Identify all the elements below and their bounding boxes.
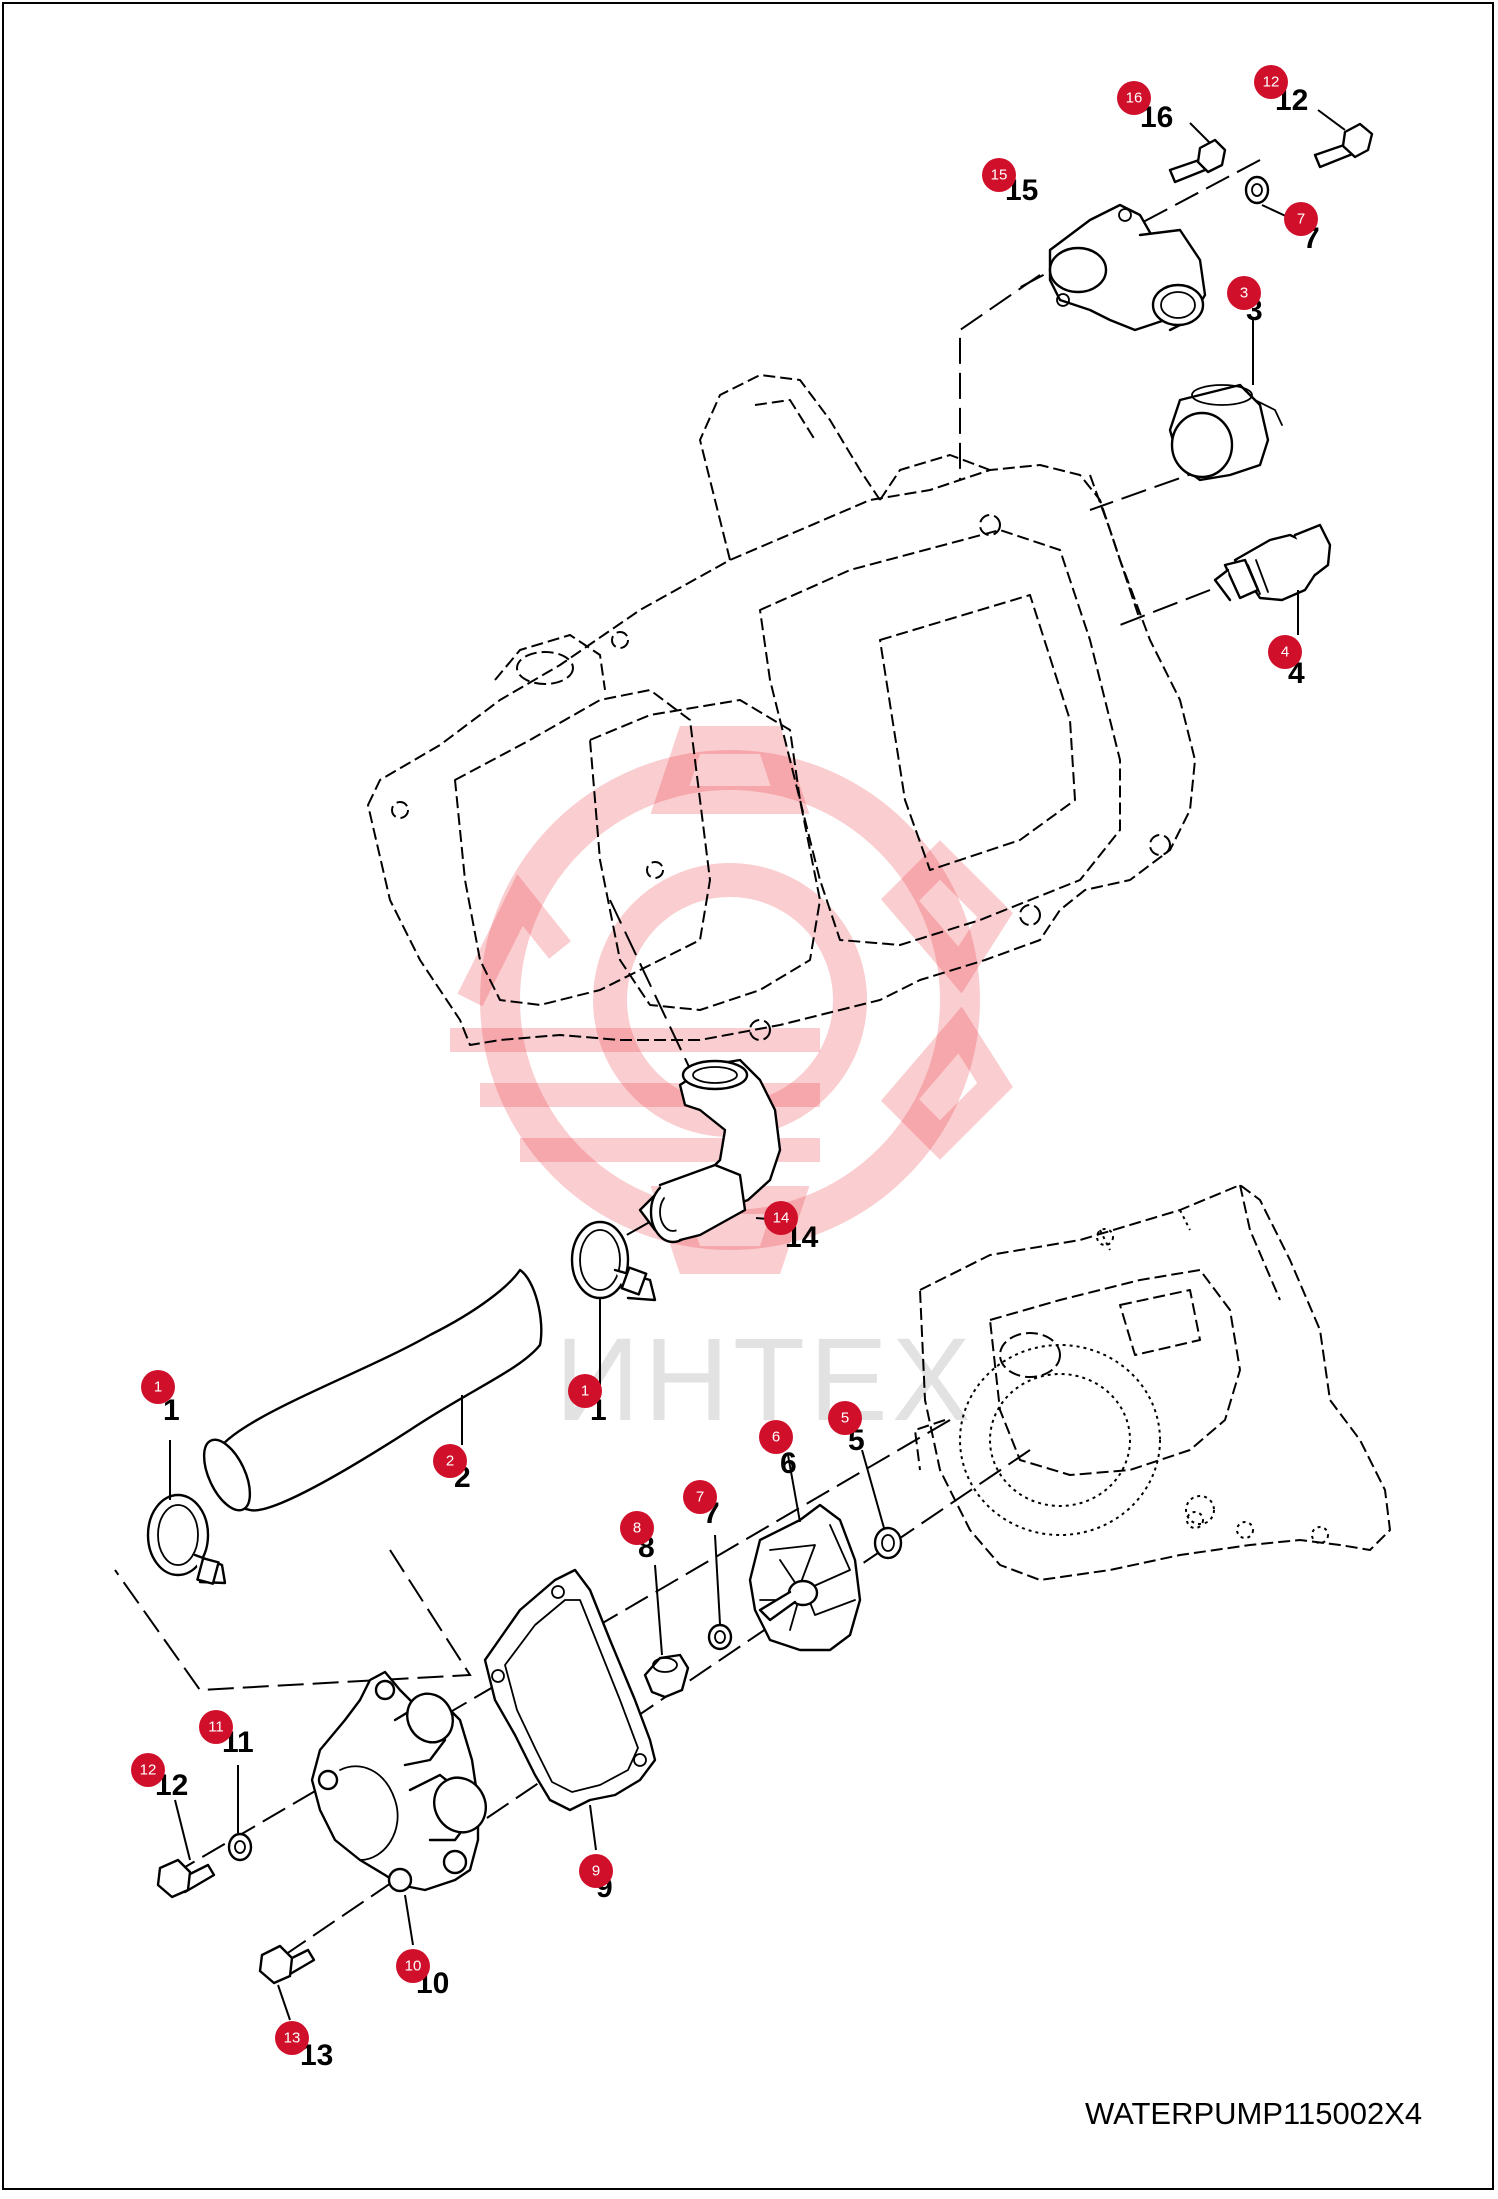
svg-text:7: 7	[696, 1489, 704, 1506]
svg-text:4: 4	[1281, 644, 1289, 661]
part-6-impeller	[748, 1454, 862, 1652]
svg-text:1: 1	[154, 1379, 162, 1396]
svg-text:12: 12	[1263, 74, 1280, 91]
badge-3[interactable]: 3	[1227, 276, 1261, 310]
part-5-oil-seal	[861, 1449, 903, 1560]
cylinder-head-phantom	[367, 374, 1196, 1046]
badge-14[interactable]: 14	[764, 1201, 798, 1235]
svg-text:15: 15	[991, 167, 1008, 184]
part-12-bolt-top	[1313, 109, 1374, 169]
badge-12-top[interactable]: 12	[1254, 65, 1288, 99]
part-3-thermostat	[1168, 320, 1283, 482]
part-12-bolt-left	[156, 1799, 216, 1899]
badge-11[interactable]: 11	[199, 1710, 233, 1744]
badge-5[interactable]: 5	[828, 1401, 862, 1435]
part-4-temp-sensor	[1213, 523, 1332, 635]
svg-text:9: 9	[592, 1863, 600, 1880]
svg-text:7: 7	[1297, 211, 1305, 228]
part-8-plug	[643, 1564, 690, 1699]
part-11-washer	[227, 1765, 253, 1862]
badge-7-lower[interactable]: 7	[683, 1480, 717, 1514]
watermark-logo: ИНТЕХ	[450, 726, 1013, 1446]
svg-text:13: 13	[284, 2030, 301, 2047]
badge-10[interactable]: 10	[396, 1949, 430, 1983]
badge-1-upper[interactable]: 1	[568, 1374, 602, 1408]
badge-6[interactable]: 6	[759, 1420, 793, 1454]
svg-text:14: 14	[773, 1210, 790, 1227]
part-9-gasket	[483, 1568, 657, 1851]
badge-4[interactable]: 4	[1268, 635, 1302, 669]
svg-text:12: 12	[140, 1762, 157, 1779]
badge-16[interactable]: 16	[1117, 81, 1151, 115]
watermark-text: ИНТЕХ	[555, 1314, 975, 1446]
badge-15[interactable]: 15	[982, 158, 1016, 192]
svg-text:2: 2	[446, 1453, 454, 1470]
part-10-pump-cover	[310, 1670, 487, 1946]
badge-9[interactable]: 9	[579, 1854, 613, 1888]
part-1-hose-clamp-lower	[146, 1440, 227, 1585]
crankcase-phantom	[914, 1184, 1391, 1581]
badge-1-lower[interactable]: 1	[141, 1370, 175, 1404]
svg-text:11: 11	[208, 1719, 224, 1736]
callout-number-1-lower: 1	[163, 1394, 180, 1427]
part-7-gasket-top	[1244, 175, 1291, 219]
svg-text:6: 6	[772, 1429, 780, 1446]
badge-8[interactable]: 8	[620, 1511, 654, 1545]
part-16-bolt	[1168, 122, 1227, 184]
diagram-code: WATERPUMP115002X4	[1085, 2096, 1423, 2131]
badge-2[interactable]: 2	[433, 1444, 467, 1478]
part-13-bolt	[258, 1944, 316, 2021]
badge-7-top[interactable]: 7	[1284, 202, 1318, 236]
svg-text:1: 1	[581, 1383, 589, 1400]
part-7-washer-lower	[707, 1534, 733, 1651]
callout-number-6: 6	[780, 1447, 797, 1480]
svg-text:5: 5	[841, 1410, 849, 1427]
badge-13[interactable]: 13	[275, 2021, 309, 2055]
badge-12-left[interactable]: 12	[131, 1753, 165, 1787]
callout-badges: 16 12 15 7 3 4 14 1 1 2 6 5 8 7 11 12 9 …	[131, 65, 1318, 2055]
svg-text:16: 16	[1126, 90, 1143, 107]
part-1-hose-clamp-upper	[570, 1220, 657, 1385]
part-15-thermostat-cover	[1048, 203, 1207, 332]
svg-text:3: 3	[1240, 285, 1248, 302]
assembly-axes	[114, 159, 1261, 1966]
part-14-pipe-elbow	[638, 1058, 782, 1244]
part-2-water-hose	[202, 1268, 543, 1512]
svg-text:8: 8	[633, 1520, 641, 1537]
svg-text:10: 10	[405, 1958, 422, 1975]
